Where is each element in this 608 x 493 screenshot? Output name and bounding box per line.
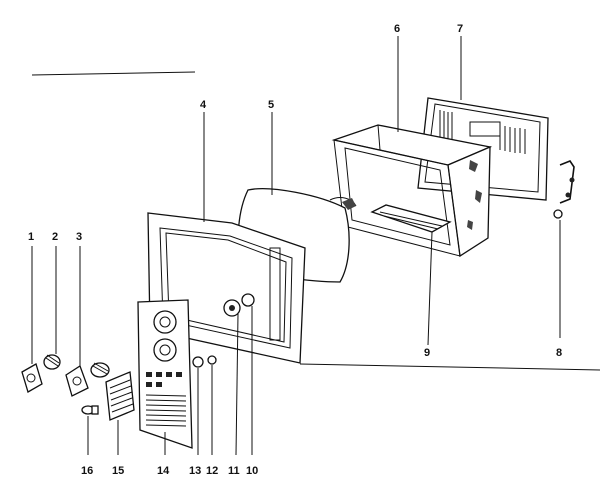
callout-12: 12	[206, 465, 218, 477]
callout-7: 7	[457, 23, 463, 35]
callout-15: 15	[112, 465, 124, 477]
part-9-chassis-tray	[370, 204, 452, 346]
part-2-shaft	[43, 246, 61, 370]
part-8-bracket	[553, 160, 575, 338]
callout-11: 11	[228, 465, 240, 477]
callout-1: 1	[28, 231, 34, 243]
callout-16: 16	[81, 465, 93, 477]
callout-labels: 1 2 3 4 5 6 7 8 9 10 11 12 13 14 15 16	[28, 23, 562, 477]
part-15-speaker-grille	[105, 371, 135, 455]
part-6-cabinet	[331, 124, 493, 258]
callout-13: 13	[189, 465, 201, 477]
part-3-knob	[65, 246, 110, 397]
callout-8: 8	[556, 347, 562, 359]
upper-leaders	[397, 36, 462, 132]
callout-4: 4	[200, 99, 207, 111]
callout-6: 6	[394, 23, 400, 35]
part-10-11-knobs	[223, 293, 255, 456]
callout-10: 10	[246, 465, 258, 477]
part-1-knob	[21, 246, 43, 393]
part-16-small-knob	[81, 405, 99, 455]
part-12-13-small-knobs	[192, 355, 217, 455]
callout-3: 3	[76, 231, 82, 243]
reference-lines	[31, 71, 601, 371]
callout-9: 9	[424, 347, 430, 359]
callout-2: 2	[52, 231, 58, 243]
callout-5: 5	[268, 99, 274, 111]
part-14-control-panel	[137, 299, 193, 455]
callout-14: 14	[157, 465, 170, 477]
